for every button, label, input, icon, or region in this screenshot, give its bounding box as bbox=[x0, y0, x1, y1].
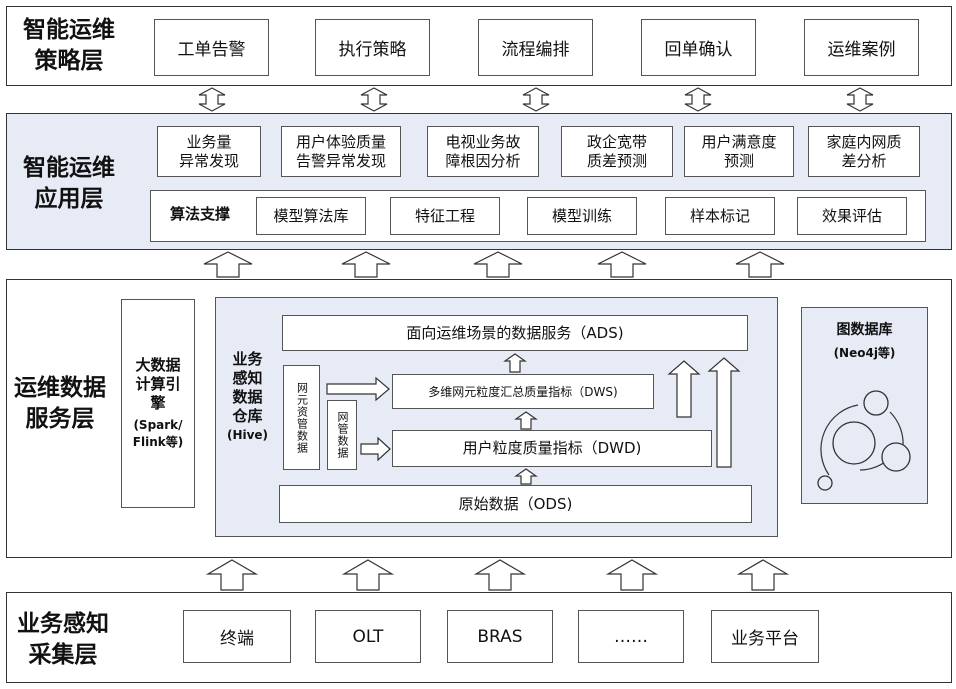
app-enterprise-broadband-line-1: 政企宽带 bbox=[586, 132, 647, 151]
up-arrow-to-data-service-5 bbox=[736, 559, 790, 591]
app-iptv-root-cause: 电视业务故 障根因分析 bbox=[427, 126, 539, 177]
big-data-engine: 大数据 计算引 擎 (Spark/ Flink等) bbox=[121, 299, 195, 508]
app-home-network: 家庭内网质 差分析 bbox=[808, 126, 920, 177]
application-layer-title: 智能运维 应用层 bbox=[10, 150, 128, 218]
collection-item-bras: BRAS bbox=[447, 610, 553, 663]
algo-sample-labeling: 样本标记 bbox=[665, 197, 775, 235]
engine-line-3: 擎 bbox=[150, 394, 166, 412]
strategy-item-ticket-alarm: 工单告警 bbox=[154, 19, 269, 76]
up-arrow-to-application-1 bbox=[203, 251, 253, 278]
warehouse-sub: (Hive) bbox=[226, 428, 269, 442]
collection-item-olt: OLT bbox=[315, 610, 421, 663]
app-satisfaction-predict-line-1: 用户满意度 bbox=[701, 132, 777, 151]
up-arrow-to-application-3 bbox=[473, 251, 523, 278]
strategy-title-line-2: 策略层 bbox=[34, 48, 104, 74]
strategy-item-orchestration: 流程编排 bbox=[478, 19, 593, 76]
strategy-title-line-1: 智能运维 bbox=[23, 17, 115, 43]
strategy-item-cases: 运维案例 bbox=[804, 19, 919, 76]
graph-database-title: 图数据库 bbox=[836, 322, 893, 338]
ne-resource-data: 网元资管数据 bbox=[283, 365, 320, 470]
up-arrow-to-application-4 bbox=[597, 251, 647, 278]
data-service-title-line-2: 服务层 bbox=[25, 406, 95, 432]
engine-line-1: 大数据 bbox=[135, 356, 181, 374]
app-traffic-anomaly-line-2: 异常发现 bbox=[178, 151, 239, 170]
collection-title-line-2: 采集层 bbox=[28, 642, 98, 668]
warehouse-line-1: 业务 bbox=[232, 350, 263, 368]
collection-item-more: …… bbox=[578, 610, 684, 663]
application-title-line-1: 智能运维 bbox=[23, 155, 115, 181]
double-arrow-3 bbox=[522, 87, 550, 112]
up-arrow-to-application-5 bbox=[735, 251, 785, 278]
collection-item-terminal: 终端 bbox=[183, 610, 291, 663]
app-iptv-root-cause-line-2: 障根因分析 bbox=[445, 151, 521, 170]
double-arrow-1 bbox=[198, 87, 226, 112]
app-qoe-alarm: 用户体验质量 告警异常发现 bbox=[281, 126, 401, 177]
app-qoe-alarm-line-1: 用户体验质量 bbox=[295, 132, 386, 151]
app-home-network-line-2: 差分析 bbox=[841, 151, 887, 170]
strategy-layer-title: 智能运维 策略层 bbox=[10, 12, 128, 80]
ads-box: 面向运维场景的数据服务（ADS) bbox=[282, 315, 748, 351]
up-arrow-to-data-service-1 bbox=[205, 559, 259, 591]
app-enterprise-broadband-line-2: 质差预测 bbox=[586, 151, 647, 170]
engine-line-2: 计算引 bbox=[135, 375, 181, 393]
double-arrow-4 bbox=[684, 87, 712, 112]
up-arrow-to-data-service-4 bbox=[605, 559, 659, 591]
strategy-item-execute: 执行策略 bbox=[315, 19, 430, 76]
nms-data: 网管数据 bbox=[327, 400, 357, 470]
data-service-layer-title: 运维数据 服务层 bbox=[10, 370, 110, 438]
app-enterprise-broadband: 政企宽带 质差预测 bbox=[561, 126, 673, 177]
algorithm-support-label: 算法支撑 bbox=[169, 205, 230, 223]
up-arrow-to-application-2 bbox=[341, 251, 391, 278]
algo-model-library: 模型算法库 bbox=[256, 197, 366, 235]
warehouse-line-3: 数据 bbox=[232, 388, 263, 406]
collection-item-service-platform: 业务平台 bbox=[711, 610, 819, 663]
app-qoe-alarm-line-2: 告警异常发现 bbox=[295, 151, 386, 170]
algo-feature-engineering: 特征工程 bbox=[390, 197, 500, 235]
double-arrow-5 bbox=[846, 87, 874, 112]
up-arrow-to-data-service-2 bbox=[341, 559, 395, 591]
warehouse-line-4: 仓库 bbox=[232, 407, 263, 425]
app-satisfaction-predict-line-2: 预测 bbox=[723, 151, 754, 170]
ods-box: 原始数据（ODS) bbox=[279, 485, 752, 523]
collection-layer-title: 业务感知 采集层 bbox=[6, 606, 120, 674]
algo-model-training: 模型训练 bbox=[527, 197, 637, 235]
double-arrow-2 bbox=[360, 87, 388, 112]
app-satisfaction-predict: 用户满意度 预测 bbox=[684, 126, 794, 177]
data-service-title-line-1: 运维数据 bbox=[14, 375, 106, 401]
up-arrow-to-data-service-3 bbox=[473, 559, 527, 591]
engine-sub-line-2: Flink等) bbox=[132, 435, 184, 449]
app-home-network-line-1: 家庭内网质 bbox=[826, 132, 902, 151]
strategy-item-receipt-confirm: 回单确认 bbox=[641, 19, 756, 76]
engine-sub-line-1: (Spark/ bbox=[133, 418, 183, 432]
application-title-line-2: 应用层 bbox=[34, 186, 104, 212]
dws-box: 多维网元粒度汇总质量指标（DWS) bbox=[392, 374, 654, 409]
algo-effect-evaluation: 效果评估 bbox=[797, 197, 907, 235]
graph-database-sub: (Neo4j等) bbox=[833, 346, 896, 360]
app-iptv-root-cause-line-1: 电视业务故 bbox=[445, 132, 521, 151]
collection-title-line-1: 业务感知 bbox=[17, 611, 109, 637]
warehouse-line-2: 感知 bbox=[232, 369, 263, 387]
dwd-box: 用户粒度质量指标（DWD) bbox=[392, 430, 712, 467]
data-warehouse-label: 业务 感知 数据 仓库 (Hive) bbox=[220, 350, 275, 442]
app-traffic-anomaly-line-1: 业务量 bbox=[186, 132, 232, 151]
app-traffic-anomaly: 业务量 异常发现 bbox=[157, 126, 261, 177]
